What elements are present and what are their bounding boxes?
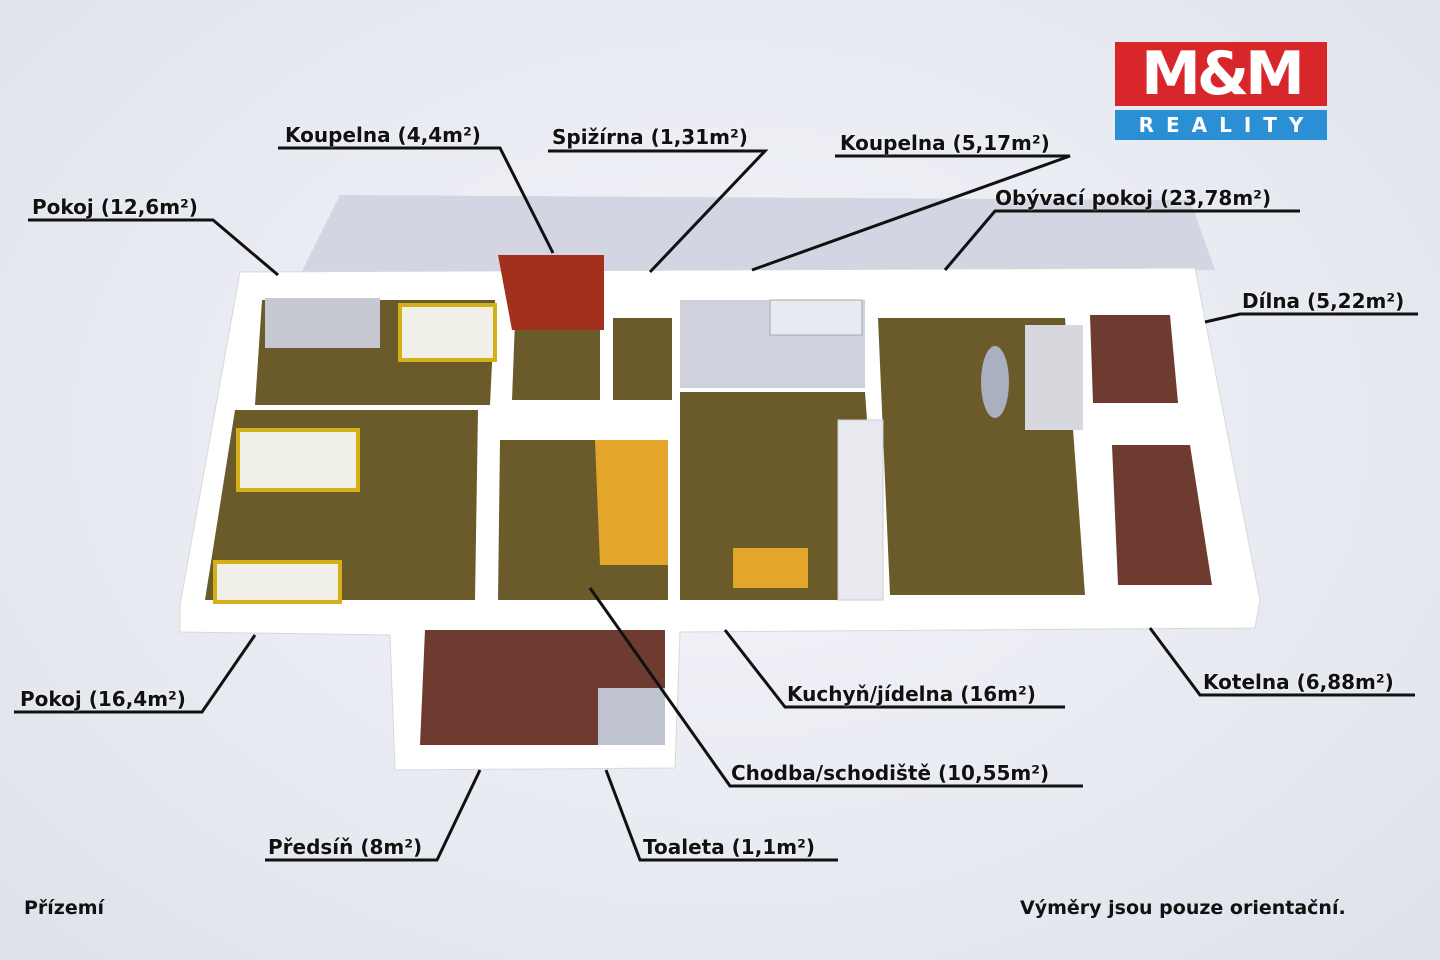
label-koupelna-1: Koupelna (4,4m²)	[285, 123, 481, 147]
disclaimer: Výměry jsou pouze orientační.	[1020, 897, 1346, 919]
bathtub	[769, 299, 863, 336]
logo-brand: M&M	[1115, 42, 1327, 106]
label-obyvaci-pokoj: Obývací pokoj (23,78m²)	[995, 186, 1272, 210]
mm-reality-logo: M&M REALITY	[1115, 42, 1327, 140]
floor-koupelna-1	[512, 320, 600, 400]
floor-name: Přízemí	[24, 897, 105, 919]
label-kuchyn: Kuchyň/jídelna (16m²)	[787, 682, 1036, 706]
kitchen-counter	[837, 419, 884, 601]
floor-kuchyn	[680, 392, 880, 600]
bed	[398, 303, 497, 362]
label-toaleta: Toaleta (1,1m²)	[643, 835, 815, 859]
logo-sub: REALITY	[1115, 110, 1327, 140]
label-dilna: Dílna (5,22m²)	[1242, 289, 1405, 313]
cabinet	[498, 255, 604, 330]
bed	[213, 560, 342, 604]
floor-kotelna	[1112, 445, 1212, 585]
label-pokoj-1: Pokoj (12,6m²)	[32, 195, 198, 219]
stairs	[595, 440, 668, 565]
label-kotelna: Kotelna (6,88m²)	[1203, 670, 1394, 694]
coffee-table	[981, 346, 1009, 418]
label-spizirna: Spižírna (1,31m²)	[552, 125, 748, 149]
sofa	[265, 298, 380, 348]
label-chodba: Chodba/schodiště (10,55m²)	[731, 761, 1050, 785]
leader-lines	[14, 146, 1418, 862]
label-koupelna-2: Koupelna (5,17m²)	[840, 131, 1050, 155]
floor-dilna	[1090, 315, 1178, 403]
sofa	[1025, 325, 1083, 430]
floor-spizirna	[613, 318, 672, 400]
floor-toaleta	[598, 688, 665, 745]
dining-table	[733, 548, 808, 588]
label-predsin: Předsíň (8m²)	[268, 835, 423, 859]
label-pokoj-2: Pokoj (16,4m²)	[20, 687, 186, 711]
bed	[236, 428, 360, 492]
